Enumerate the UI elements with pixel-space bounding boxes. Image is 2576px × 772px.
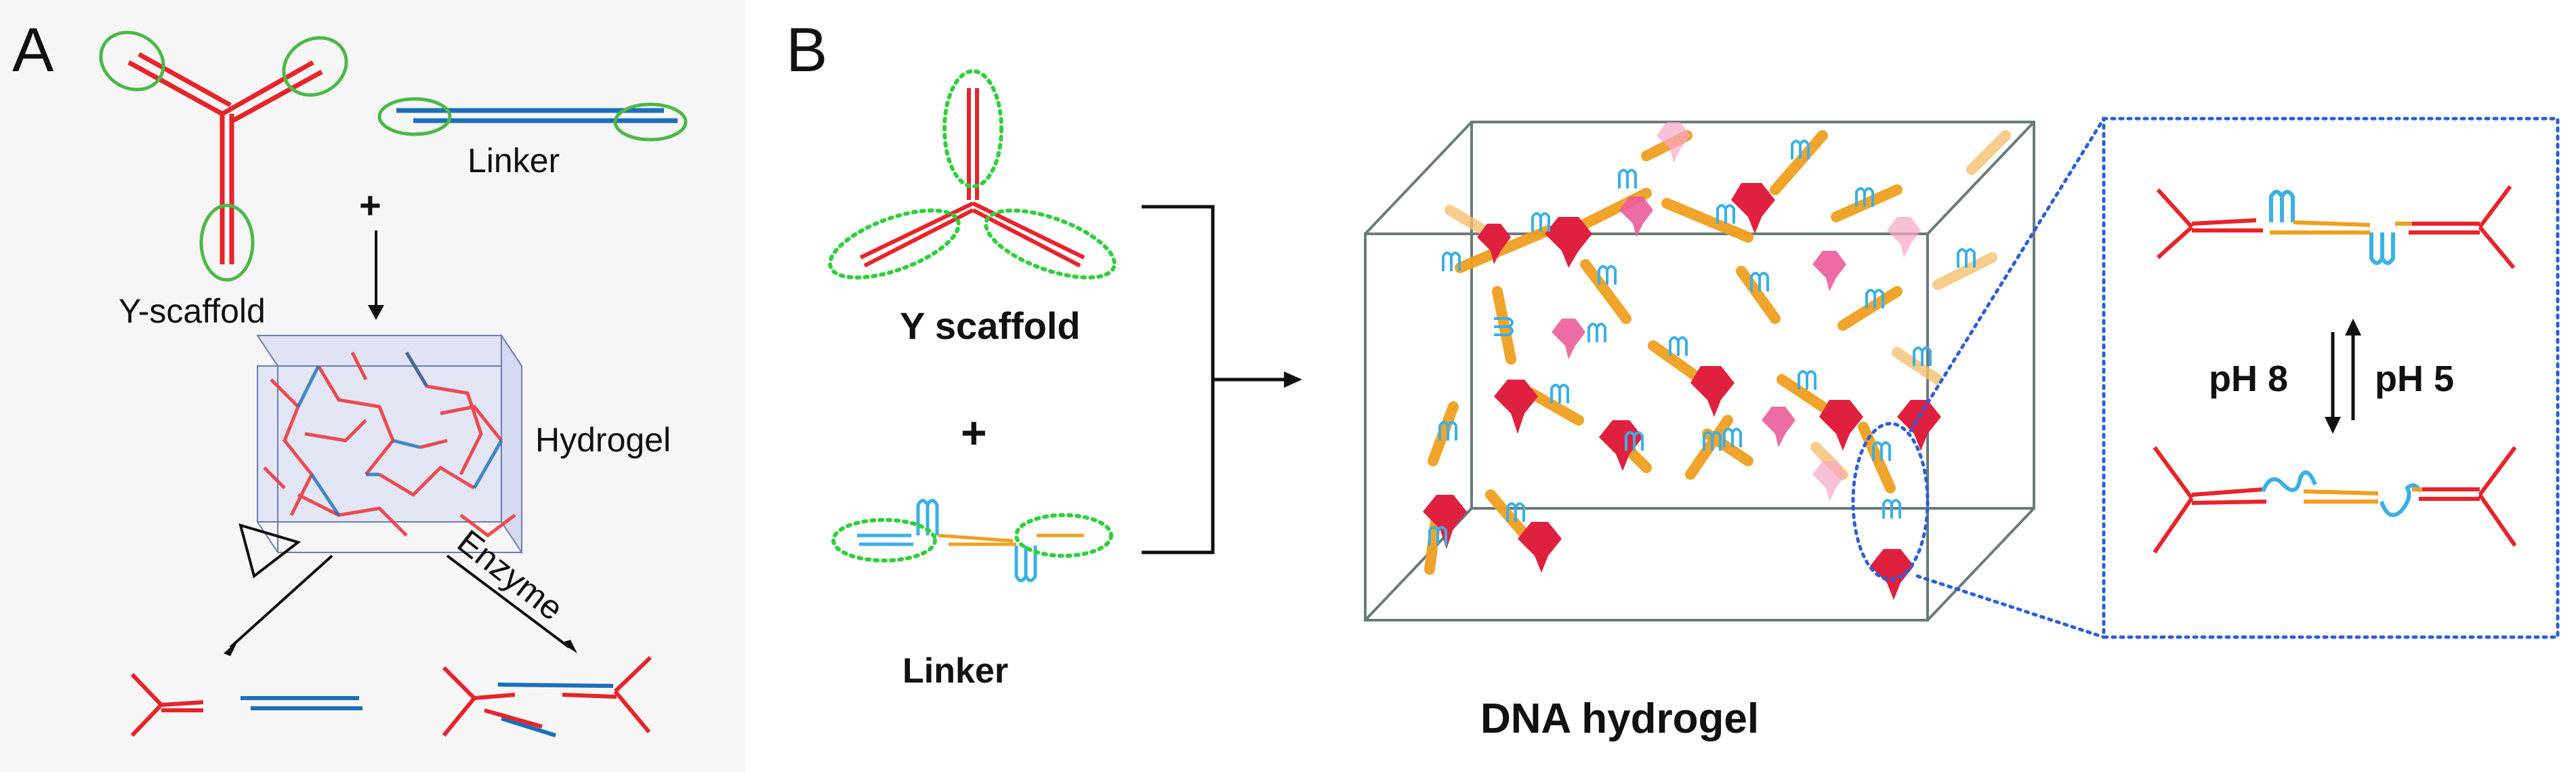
a-heat-product-scaffold <box>130 672 204 737</box>
b-plus-sign: + <box>961 407 987 458</box>
a-heat-product-linker <box>241 696 362 710</box>
a-enzyme-product <box>442 655 652 737</box>
a-linker <box>396 108 678 123</box>
panel-a: A <box>0 0 745 772</box>
a-linker-end-circle-left <box>377 97 452 136</box>
a-arrow-down <box>368 230 384 320</box>
a-linker-label: Linker <box>468 142 560 180</box>
b-scaffold-end-circle-top <box>942 69 1003 188</box>
b-scaffold-end-circle-left <box>828 208 961 280</box>
a-scaffold-end-circle-right <box>282 36 348 97</box>
b-zoom-linker-closed <box>2156 185 2516 269</box>
a-arrow-heat <box>224 554 333 656</box>
a-linker-end-circle-right <box>613 102 688 142</box>
b-equilibrium-arrows <box>2325 319 2361 434</box>
a-hydrogel-box <box>256 333 523 555</box>
a-y-scaffold <box>127 52 323 264</box>
b-zoom-box <box>2102 117 2560 639</box>
b-y-scaffold <box>859 88 1085 268</box>
a-plus-sign: + <box>359 184 381 226</box>
b-linker-end-circle-left <box>831 518 937 563</box>
panel-a-graphics <box>99 31 688 737</box>
b-zoom-source-ellipse <box>1851 422 1930 582</box>
b-linker-label: Linker <box>902 651 1009 691</box>
b-zoom-linker-open <box>2153 446 2517 554</box>
b-hydrogel-network <box>1423 122 2011 600</box>
b-combine-arrowhead <box>1284 371 1302 388</box>
a-scaffold-end-circle-bottom <box>199 203 255 282</box>
b-ph-forward-label: pH 8 <box>2209 359 2289 399</box>
a-heat-triangle-icon <box>238 523 302 579</box>
panel-b: B <box>745 0 2576 772</box>
b-ph-reverse-label: pH 5 <box>2375 359 2455 399</box>
panel-b-graphics <box>828 69 2560 639</box>
b-scaffold-label: Y scaffold <box>900 304 1081 347</box>
a-arrow-enzyme <box>446 554 577 653</box>
panel-a-letter: A <box>12 16 54 85</box>
b-linker-end-circle-right <box>1014 513 1113 558</box>
a-scaffold-end-circle-left <box>99 31 165 92</box>
b-hydrogel-label: DNA hydrogel <box>1480 695 1760 742</box>
b-linker <box>857 499 1084 582</box>
b-combine-bracket <box>1142 205 1287 554</box>
b-scaffold-end-circle-right <box>984 208 1117 280</box>
a-scaffold-label: Y-scaffold <box>119 292 266 330</box>
a-hydrogel-label: Hydrogel <box>535 421 671 459</box>
panel-b-letter: B <box>786 16 828 85</box>
b-zoom-connectors <box>1909 117 2106 639</box>
